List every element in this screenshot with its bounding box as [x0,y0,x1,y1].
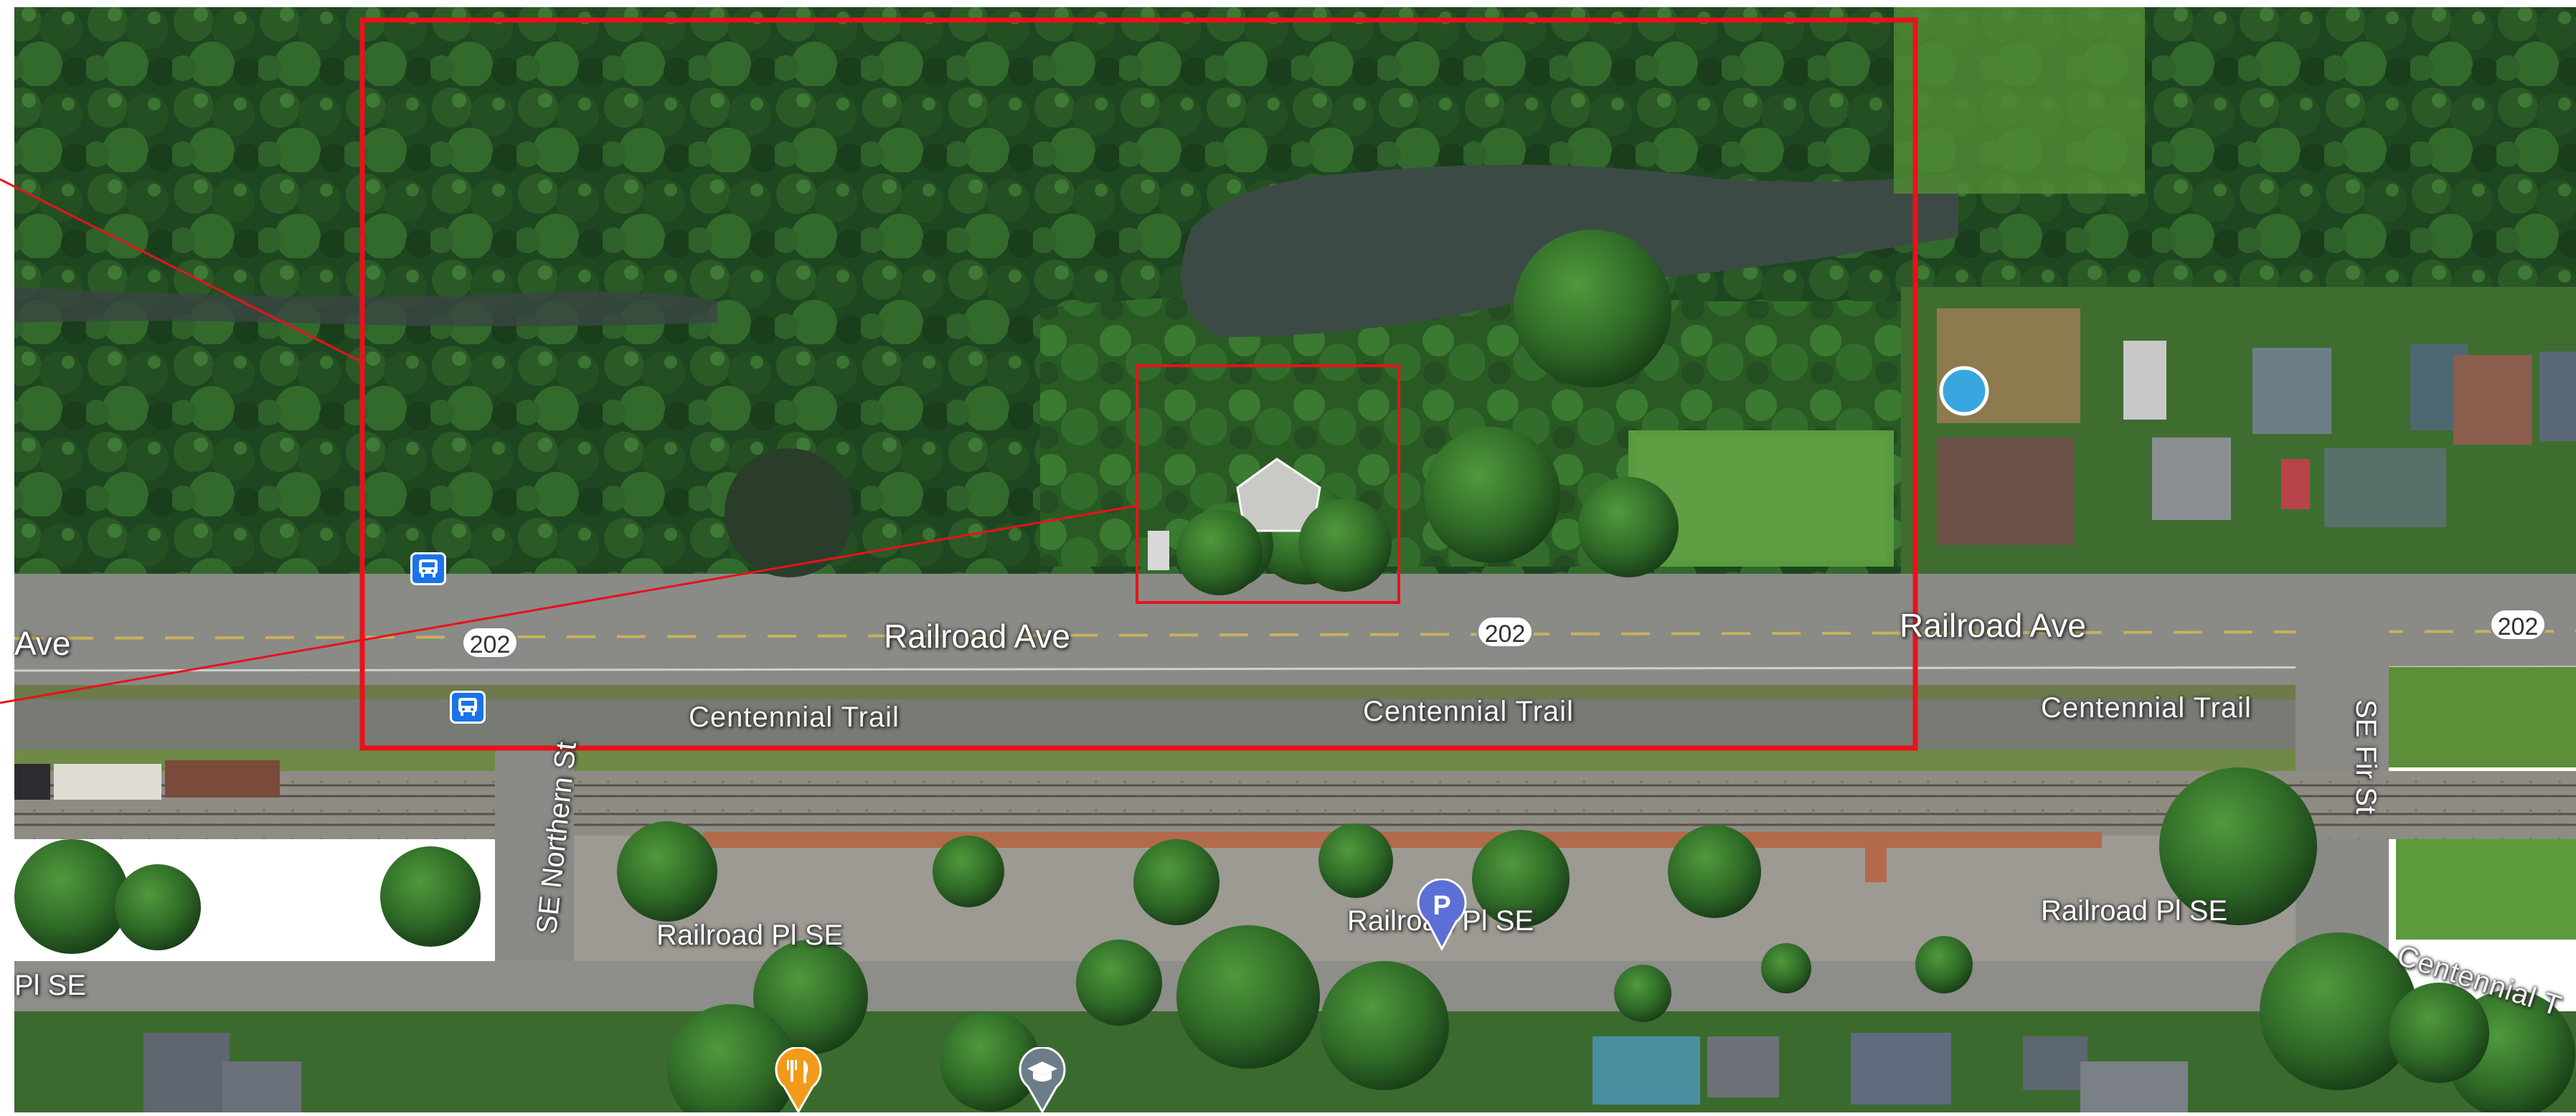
railroad-ave-road [14,574,2576,685]
road-label-railroad-ave-right: Railroad Ave [1900,607,2086,644]
se-northern-st-road [495,746,574,961]
rail-car [54,764,161,800]
house-roof [2539,351,2576,441]
route-shield-202: 202 [2489,608,2547,641]
route-shield-202: 202 [1476,615,1534,648]
satellite-imagery [14,7,2576,1112]
annotation-overlays [0,17,1918,751]
house-roof [2324,448,2446,527]
house-roof [2123,341,2166,420]
bus-stop-icon[interactable] [410,552,446,585]
car [1148,531,1169,570]
street-label-se-fir-st: SE Fir St [2350,699,2382,815]
rail-car [14,764,50,800]
house-roof [1593,1036,1700,1105]
trail-label-centennial: Centennial Trail [689,701,900,733]
route-shield-202: 202 [461,626,519,659]
centennial-trail-path [14,699,2576,749]
road-label-railroad-ave-left: Ave [14,625,71,662]
pool [1939,366,1989,416]
parking-pin-icon[interactable]: P [1417,878,1467,954]
street-label-railroad-pl-se-left: Railroad Pl SE [656,919,844,951]
house-roof [2252,348,2331,434]
svg-text:P: P [1433,891,1450,921]
creek [14,287,717,326]
house-roof [1937,438,2073,545]
restaurant-pin-icon[interactable] [775,1046,822,1116]
house-roof [2023,1036,2087,1090]
street-label-pl-se-edge: Pl SE [14,970,87,1001]
car [2281,459,2310,509]
inner-highlight-box [1136,364,1400,604]
house-roof [1851,1033,1951,1105]
house-roof [1707,1036,1779,1097]
school-pin-icon[interactable] [1019,1046,1066,1116]
railway-bed [14,771,2576,839]
house-roof [2453,355,2532,445]
outer-highlight-box [359,17,1918,751]
leader-line-lower [0,504,1138,704]
house-roof [222,1061,301,1112]
trees [14,230,2575,1112]
road-label-railroad-ave: Railroad Ave [884,618,1070,655]
house-roof [2080,1061,2188,1112]
leader-line-upper [0,178,363,364]
bus-stop-icon[interactable] [450,691,486,724]
rail-car [165,760,280,798]
house-roof [2152,438,2231,520]
house-roof [143,1033,230,1112]
trail-label-centennial-mid: Centennial Trail [1363,696,1574,727]
street-label-railroad-pl-se-right: Railroad Pl SE [2041,895,2228,927]
trail-label-centennial-right: Centennial Trail [2041,692,2252,724]
